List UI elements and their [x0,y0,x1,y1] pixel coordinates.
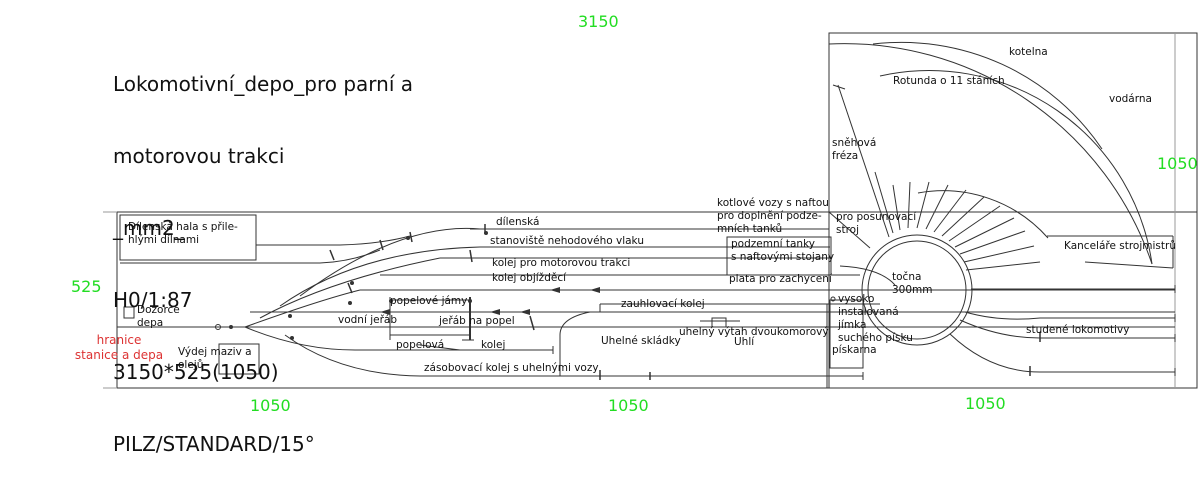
label-diesel-tanks: podzemní tanky s naftovými stojany [731,238,834,264]
label-inspector: Dozorce depa [137,304,180,330]
label-diesel-track: kolej pro motorovou trakci [492,257,631,269]
title-line-6: PILZ/STANDARD/15° [113,432,315,456]
label-sand-tank-line-1: vysoko [838,293,875,305]
label-workshop-track: dílenská [496,216,540,228]
roundhouse-wall [917,190,1049,239]
label-coal-lift: uhelný výtah dvoukomorový [679,326,829,338]
label-cold-locos: studené lokomotivy [1026,324,1130,336]
track-plan-drawing [103,32,1198,389]
label-lubricant-store-line-1: Výdej maziv a [178,346,252,358]
label-sand-tank: vysoko instalovaná jímka suchého písku [838,293,913,345]
roundhouse-stalls [892,181,1041,271]
boundary-label-line-1: hranice [96,333,142,347]
label-tank-wagons-line-1: kotlové vozy s naftou [717,197,829,209]
title-line-2: motorovou trakci [113,144,285,168]
plan-title-block: Lokomotivní_depo_pro parní a motorovou t… [113,24,413,504]
label-turntable-line-2: 300mm [892,284,933,296]
dimension-bottom-2: 1050 [608,396,649,415]
dimension-top: 3150 [578,12,619,31]
label-roundhouse: Rotunda o 11 stáních [893,75,1005,87]
label-offices: Kanceláře strojmistrů [1064,240,1176,252]
title-line-3: _mm2_ [113,216,185,240]
label-shunter: pro posunovací stroj [836,211,916,237]
roundhouse-inner [879,70,1153,265]
label-ash-track: popelová [396,339,445,351]
track-plan: Lokomotivní_depo_pro parní a motorovou t… [68,12,1198,456]
label-tank-wagons-line-3: mních tanků [717,223,783,235]
label-ash-pits: popelové jámy [390,295,468,307]
roundhouse-outer [828,43,1153,265]
label-supply-track: zásobovací kolej s uhelnými vozy [424,362,599,374]
sand-store [829,299,864,369]
label-turntable: točna 300mm [892,271,933,297]
label-workshop-hall-line-2: hlými dílnami [128,234,200,246]
label-coaling-track: zauhlovací kolej [621,298,705,310]
label-track: kolej [481,339,506,351]
label-coal-yard: Uhelné skládky [601,335,681,347]
label-boiler-house: kotelna [1009,46,1048,58]
label-inspector-line-2: depa [137,317,164,329]
workshop-hall [119,214,257,261]
label-drip-plate: plata pro zachycení [729,273,832,285]
inspector-hut [123,306,135,319]
dimension-right: 1050 [1157,154,1198,173]
label-snow-blower-line-2: fréza [832,150,859,162]
label-sand-tank-line-2: instalovaná [838,306,899,318]
label-lubricant-store: Výdej maziv a olejů [178,346,252,372]
label-coal: Uhlí [734,336,755,348]
label-tank-wagons-line-2: pro doplnění podze- [717,210,822,222]
label-lubricant-store-line-2: olejů [178,359,204,371]
label-ash-crane: jeřáb na popel [439,315,515,327]
label-breakdown-train: stanoviště nehodového vlaku [490,235,644,247]
label-workshop-hall: Dílenská hala s přile- hlými dílnami [128,221,238,247]
label-snow-blower: sněhová fréza [832,137,876,163]
label-tank-wagons: kotlové vozy s naftou pro doplnění podze… [717,197,829,236]
label-turntable-line-1: točna [892,271,922,283]
label-water-crane: vodní jeřáb [338,314,398,326]
label-sand-store: pískarna [832,344,877,356]
boundary-label-line-2: stanice a depa [74,348,164,362]
dimension-left: 525 [71,277,102,296]
title-line-4: H0/1:87 [113,288,193,312]
label-sand-tank-line-4: suchého písku [838,332,913,344]
layout-frame-extension [828,32,1198,389]
label-water-tower: vodárna [1109,93,1152,105]
label-snow-blower-line-1: sněhová [832,137,877,149]
label-shunter-line-2: stroj [836,224,860,236]
label-diesel-tanks-line-1: podzemní tanky [731,238,815,250]
label-inspector-line-1: Dozorce [137,304,180,316]
label-workshop-hall-line-1: Dílenská hala s přile- [128,221,238,233]
dimension-bottom-1: 1050 [250,396,291,415]
label-bypass-track: kolej objížděcí [492,272,567,284]
label-diesel-tanks-line-2: s naftovými stojany [731,251,835,263]
label-shunter-line-1: pro posunovací [836,211,917,223]
lubricant-store [218,343,260,375]
dimension-bottom-3: 1050 [965,394,1006,413]
roundhouse-kotelna [872,41,1103,150]
label-sand-tank-line-3: jímka [838,319,867,331]
boundary-label: hranice stanice a depa [68,333,170,363]
title-line-1: Lokomotivní_depo_pro parní a [113,72,413,96]
title-line-5: 3150*525(1050) [113,360,279,384]
